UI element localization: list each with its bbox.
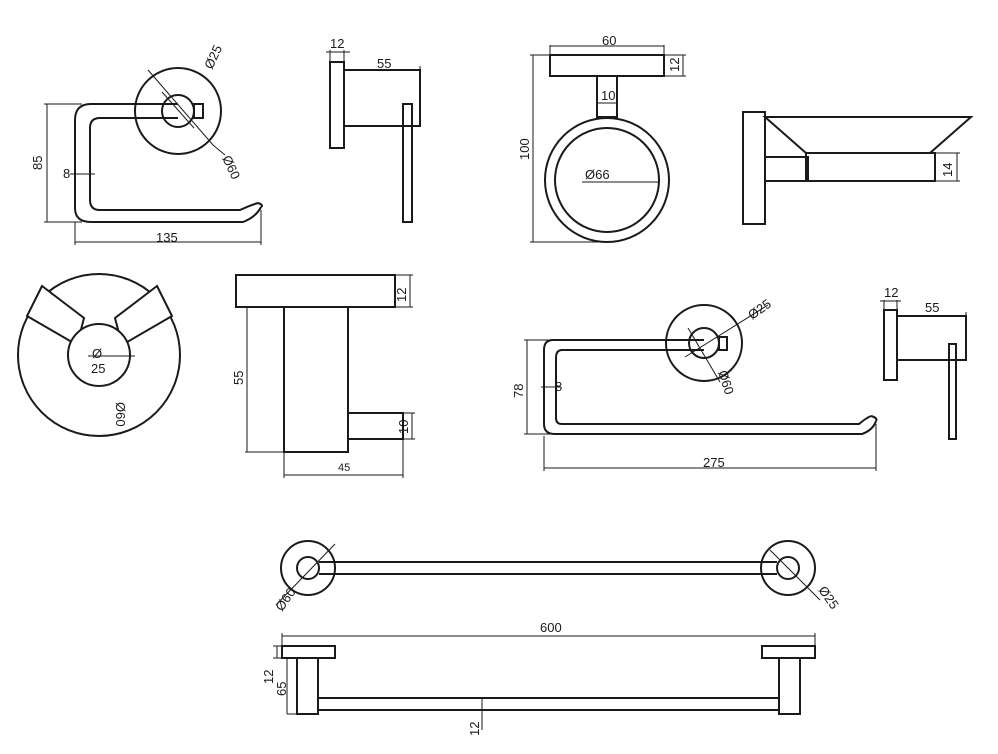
towel-holder-arm-tip <box>870 415 878 422</box>
towel-side-depth-label: 55 <box>925 300 939 315</box>
towel-holder-dia-large-label: Ø60 <box>715 368 737 396</box>
robe-hook-side-view: 12 55 10 45 <box>231 274 415 478</box>
robe-hook-depth-label: 45 <box>338 462 350 474</box>
toilet-roll-dia-small-label: Ø25 <box>201 43 225 72</box>
towel-holder-dia-leader-1 <box>684 304 769 358</box>
robe-hook-boss <box>67 323 131 387</box>
towel-holder-dia-leader-2 <box>687 327 721 383</box>
rail-left-plate <box>280 540 336 596</box>
toilet-roll-height-label: 85 <box>30 156 45 170</box>
robe-hook-side-plate <box>235 274 396 308</box>
side-mount-plate <box>329 61 345 149</box>
rail-projection-label: 65 <box>274 682 289 696</box>
toilet-roll-dia-large-label: Ø60 <box>219 153 243 182</box>
rail-dia-large-label: Ø60 <box>272 585 298 614</box>
towel-side-thk-label: 12 <box>884 285 898 300</box>
rail-top-left-plate <box>281 645 336 659</box>
towel-holder-dia-small-label: Ø25 <box>745 296 774 322</box>
robe-hook-dia-small-sym: Ø <box>92 346 102 361</box>
soap-dish-base <box>805 152 936 182</box>
towel-rail-top-view: 600 12 65 12 <box>261 620 816 736</box>
robe-hook-stem-label: 10 <box>396 420 411 434</box>
toilet-roll-dia-leader-1 <box>147 69 214 146</box>
rail-dia-small-label: Ø25 <box>816 583 842 612</box>
rail-right-plate <box>760 540 816 596</box>
towel-holder-arm-outer <box>543 339 877 435</box>
rail-right-dia-leader <box>769 549 821 601</box>
robe-hook-side-body <box>283 306 349 453</box>
tumbler-plate <box>549 54 665 77</box>
rail-right-boss <box>776 556 800 580</box>
toilet-roll-width-label: 135 <box>156 230 178 245</box>
towel-holder-height-label: 78 <box>511 384 526 398</box>
robe-hook-side-stem <box>347 412 404 440</box>
soap-dish-thk-label: 14 <box>940 163 955 177</box>
rail-top-right-post <box>778 657 801 715</box>
tumbler-stem-label: 10 <box>601 88 615 103</box>
robe-hook-plate-thk-label: 12 <box>394 288 409 302</box>
soap-dish-plate <box>742 111 766 225</box>
tumbler-height-label: 100 <box>517 138 532 160</box>
towel-holder-arm-inner <box>555 349 872 425</box>
toilet-roll-rod-label: 8 <box>63 166 70 181</box>
towel-holder-side-view: 12 55 <box>880 285 967 440</box>
toilet-roll-arm-inner <box>89 117 259 211</box>
towel-holder-front-view: Ø25 Ø60 78 8 275 <box>511 296 878 471</box>
toilet-roll-dia-leader-2 <box>161 91 195 129</box>
tumbler-ring-label: Ø66 <box>585 167 610 182</box>
rail-left-boss <box>296 556 320 580</box>
rail-top-bar <box>318 697 779 711</box>
towel-rail-front-view: Ø60 Ø25 <box>272 540 842 614</box>
toilet-roll-arm-outer <box>74 103 262 223</box>
towel-holder-rod-label: 8 <box>555 379 562 394</box>
side-plate-thk-label: 12 <box>330 36 344 51</box>
rail-top-right-plate <box>761 645 816 659</box>
rail-top-left-post <box>296 657 319 715</box>
rail-left-dia-leader <box>275 543 336 606</box>
towel-side-plate <box>883 309 898 381</box>
soap-dish-side-view: 14 <box>742 111 974 225</box>
side-depth-label: 55 <box>377 56 391 71</box>
rail-length-label: 600 <box>540 620 562 635</box>
toilet-roll-dia-leader-3 <box>212 144 226 156</box>
tumbler-thk-label: 12 <box>667 58 682 72</box>
towel-holder-boss <box>688 327 720 359</box>
side-boss <box>343 69 421 127</box>
towel-holder-mount-plate <box>665 304 743 382</box>
towel-holder-width-label: 275 <box>703 455 725 470</box>
toilet-roll-holder-side-view: 12 55 <box>326 36 421 223</box>
towel-holder-set-screw <box>718 336 728 351</box>
tumbler-ring-inner <box>554 127 660 233</box>
soap-dish-bowl <box>762 116 974 154</box>
robe-hook-height-label: 55 <box>231 371 246 385</box>
robe-hook-dia-large-label: Ø60 <box>113 402 128 427</box>
tumbler-width-label: 60 <box>602 33 616 48</box>
robe-hook-dia-small-val: 25 <box>91 361 105 376</box>
toilet-roll-arm-tip <box>257 202 263 208</box>
rail-bar <box>319 561 777 575</box>
toilet-roll-holder-front-view: Ø25 Ø60 85 8 135 <box>30 43 263 245</box>
rail-bar-label: 12 <box>467 722 482 736</box>
rail-plate-thk-label: 12 <box>261 670 276 684</box>
towel-side-arm <box>948 343 957 440</box>
toilet-roll-mount-plate <box>134 67 222 155</box>
robe-hook-front-view: Ø 25 Ø60 <box>17 273 181 437</box>
side-arm <box>402 103 413 223</box>
soap-dish-stem <box>764 156 809 182</box>
toilet-roll-set-screw <box>193 103 204 119</box>
robe-hook-plate <box>17 273 181 437</box>
tumbler-holder-front-view: 60 12 10 100 Ø66 <box>517 33 686 243</box>
